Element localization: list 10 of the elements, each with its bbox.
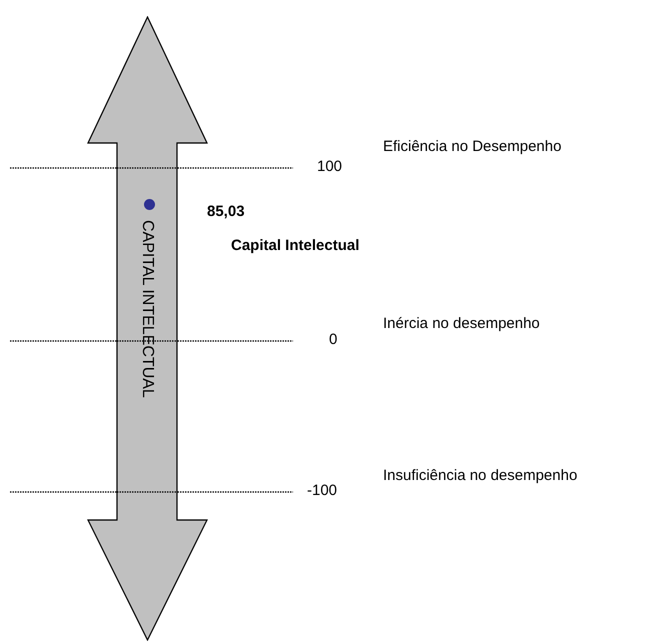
scale-label: Inércia no desempenho (383, 315, 540, 334)
arrow-label: CAPITAL INTELECTUAL (139, 220, 155, 398)
scale-label: Eficiência no Desempenho (383, 138, 562, 157)
double-arrow-shape (87, 16, 208, 641)
scale-label: Insuficiência no desempenho (383, 467, 578, 486)
scale-label: 100 (317, 158, 342, 177)
scale-label: 0 (329, 331, 338, 350)
value-label: 85,03 (207, 203, 245, 222)
value-label: Capital Intelectual (231, 237, 360, 256)
scale-label: -100 (307, 482, 338, 501)
